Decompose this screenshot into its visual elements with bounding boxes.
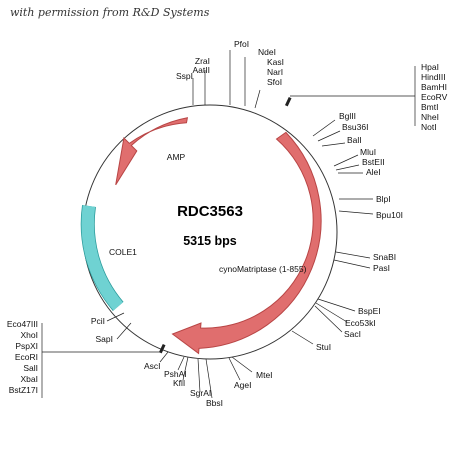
site-label-snabi: SnaBI	[373, 252, 396, 262]
site-label-sgrai: SgrAI	[190, 388, 211, 398]
cynomatriptase-feature-arrow	[171, 131, 322, 355]
site-label-sfoi: SfoI	[267, 77, 282, 87]
feature-label-cole1: COLE1	[109, 247, 137, 257]
cut-site-marker-left	[158, 343, 166, 354]
site-label-saci: SacI	[344, 329, 361, 339]
site-label-eco47iii: Eco47III	[7, 319, 38, 329]
site-label-pfoi: PfoI	[234, 39, 249, 49]
site-label-nari: NarI	[267, 67, 283, 77]
bottom-site-labels: MteI AgeI BbsI SgrAI KflI PshAI AscI	[144, 351, 273, 408]
site-label-hindiii: HindIII	[421, 72, 446, 82]
site-label-bstz17i: BstZ17I	[9, 385, 38, 395]
site-label-pcii: PciI	[91, 316, 105, 326]
site-label-blpi: BlpI	[376, 194, 391, 204]
site-label-ndei: NdeI	[258, 47, 276, 57]
site-label-sapi: SapI	[96, 334, 114, 344]
site-label-bmti: BmtI	[421, 102, 438, 112]
site-label-stui: StuI	[316, 342, 331, 352]
site-label-zrai: ZraI	[195, 56, 210, 66]
left-site-group: Eco47III XhoI PspXI EcoRI SalI XbaI BstZ…	[7, 319, 162, 398]
site-label-sali: SalI	[23, 363, 38, 373]
site-label-hpai: HpaI	[421, 62, 439, 72]
site-label-xbai: XbaI	[21, 374, 39, 384]
site-label-alei: AleI	[366, 167, 381, 177]
cole1-feature-arc-fill	[81, 205, 124, 311]
site-label-mtei: MteI	[256, 370, 273, 380]
plasmid-backbone	[82, 104, 338, 360]
site-label-pasi: PasI	[373, 263, 390, 273]
right-site-group: HpaI HindIII BamHI EcoRV BmtI NheI NotI	[290, 62, 448, 132]
site-label-bali: BalI	[347, 135, 362, 145]
site-label-ecori: EcoRI	[15, 352, 38, 362]
left-site-labels: PciI SapI	[91, 312, 132, 344]
site-label-xhoi: XhoI	[21, 330, 39, 340]
cut-site-marker-right	[284, 96, 292, 107]
site-label-kasi: KasI	[267, 57, 284, 67]
site-label-bsteii: BstEII	[362, 157, 385, 167]
site-label-bpu10i: Bpu10I	[376, 210, 403, 220]
site-label-mlui: MluI	[360, 147, 376, 157]
site-label-bbsi: BbsI	[206, 398, 223, 408]
site-label-aatii: AatII	[193, 65, 210, 75]
site-label-nhei: NheI	[421, 112, 439, 122]
site-label-pshai: PshAI	[164, 369, 187, 379]
site-label-eco53ki: Eco53kI	[345, 318, 376, 328]
feature-label-amp: AMP	[167, 152, 186, 162]
right-site-labels: BglII Bsu36I BalI MluI BstEII AleI BlpI …	[291, 111, 403, 352]
feature-label-cynomatriptase: cynoMatriptase (1-855)	[219, 264, 307, 274]
site-label-bamhi: BamHI	[421, 82, 447, 92]
credit-text: with permission from R&D Systems	[10, 6, 210, 19]
site-label-bspei: BspEI	[358, 306, 381, 316]
site-label-noti: NotI	[421, 122, 437, 132]
site-label-ecorv: EcoRV	[421, 92, 448, 102]
site-label-agei: AgeI	[234, 380, 252, 390]
top-site-labels: SspI ZraI AatII PfoI NdeI KasI NarI SfoI	[176, 39, 284, 109]
site-label-bglii: BglII	[339, 111, 356, 121]
plasmid-size: 5315 bps	[183, 234, 237, 248]
amp-feature-arrow	[115, 117, 189, 186]
site-label-pspxi: PspXI	[15, 341, 38, 351]
site-label-kfli: KflI	[173, 378, 185, 388]
site-label-asci: AscI	[144, 361, 161, 371]
site-label-bsu36i: Bsu36I	[342, 122, 368, 132]
site-label-sspi: SspI	[176, 71, 193, 81]
plasmid-name: RDC3563	[177, 203, 243, 220]
